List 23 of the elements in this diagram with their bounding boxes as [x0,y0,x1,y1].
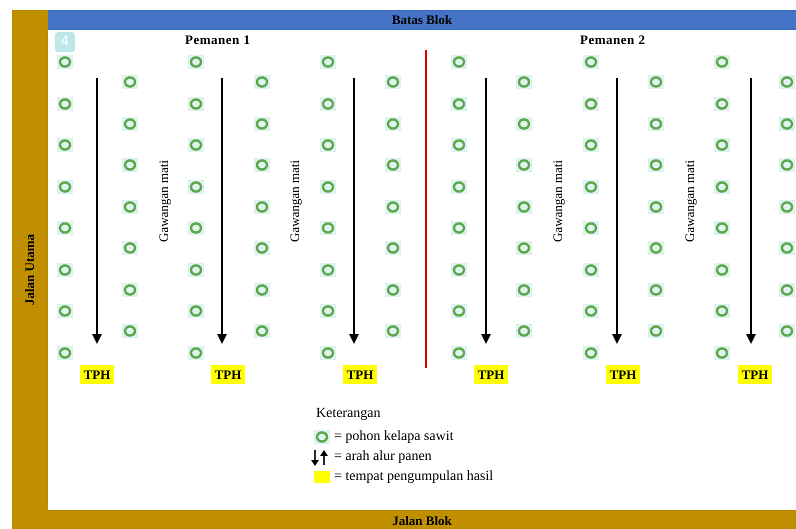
collection-point-box: TPH [211,365,245,384]
legend-title: Keterangan [316,406,381,422]
legend-text: = pohon kelapa sawit [334,429,454,445]
collection-point-box: TPH [80,365,114,384]
road-label: Jalan Utama [22,234,38,306]
collection-point-box: TPH [343,365,377,384]
path-label: Gawangan mati [550,160,566,242]
main-road-band [12,10,48,529]
path-label: Gawangan mati [156,160,172,242]
legend-text: = arah alur panen [334,449,432,465]
collection-point-box: TPH [474,365,508,384]
path-label: Gawangan mati [287,160,303,242]
section-heading: Pemanen 2 [580,32,646,48]
legend-text: = tempat pengumpulan hasil [334,469,494,485]
collection-point-box: TPH [738,365,772,384]
block-boundary-band [48,10,796,30]
section-heading: Pemanen 1 [185,32,251,48]
road-label: Batas Blok [392,12,452,28]
collection-point-box: TPH [606,365,640,384]
number-badge: 4 [55,32,75,52]
block-road-band [48,510,796,529]
road-label: Jalan Blok [392,513,452,529]
path-label: Gawangan mati [682,160,698,242]
